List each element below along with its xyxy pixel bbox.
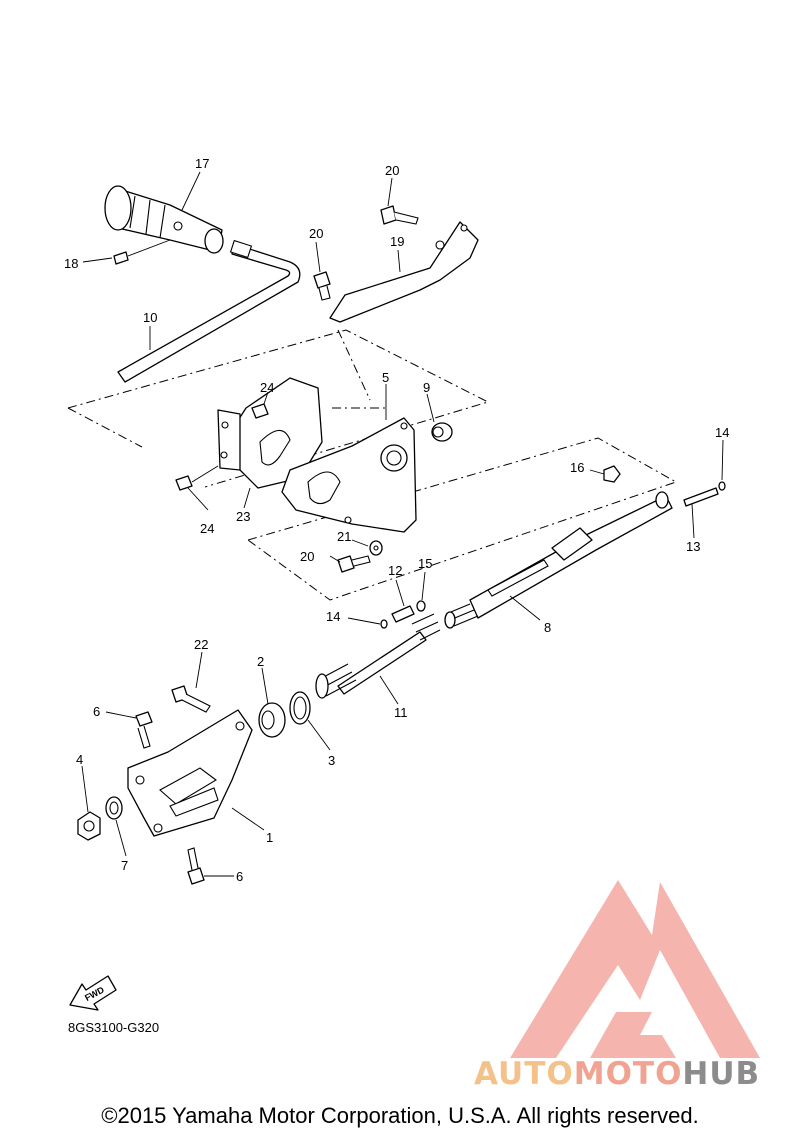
copyright-notice: ©2015 Yamaha Motor Corporation, U.S.A. A… bbox=[101, 1103, 699, 1128]
callout-11: 11 bbox=[394, 705, 408, 720]
shift-rod-part-10 bbox=[117, 239, 301, 383]
housing-part-1 bbox=[127, 709, 253, 837]
washer-part-7 bbox=[105, 796, 123, 820]
callout-4: 4 bbox=[76, 752, 83, 767]
watermark-hub: HUB bbox=[682, 1056, 761, 1092]
callout-labels: 17 18 10 20 19 20 24 5 9 24 23 21 20 16 … bbox=[64, 156, 729, 884]
callout-20-low: 20 bbox=[300, 549, 314, 564]
callout-17: 17 bbox=[195, 156, 209, 171]
bolt-part-22 bbox=[171, 685, 211, 713]
bearing-part-2 bbox=[258, 702, 286, 738]
bolt-part-24-top bbox=[251, 403, 269, 419]
callout-24-bottom: 24 bbox=[200, 521, 214, 536]
bolt-part-20-top bbox=[380, 205, 419, 225]
bracket-part-19 bbox=[329, 221, 479, 323]
callout-8: 8 bbox=[544, 620, 551, 635]
circlip-part-3 bbox=[289, 691, 311, 725]
callout-14-right: 14 bbox=[715, 425, 729, 440]
callout-18: 18 bbox=[64, 256, 78, 271]
bolt-part-20-low bbox=[337, 555, 371, 573]
callout-3: 3 bbox=[328, 753, 335, 768]
callout-12: 12 bbox=[388, 563, 402, 578]
bolt-part-20-mid bbox=[313, 271, 331, 301]
nut-part-16 bbox=[603, 465, 621, 483]
fwd-arrow-icon: FWD bbox=[69, 975, 117, 1011]
clip-part-14-right bbox=[718, 481, 726, 491]
nut-part-4 bbox=[77, 811, 101, 841]
callout-20-top: 20 bbox=[385, 163, 399, 178]
callout-6-bottom: 6 bbox=[236, 869, 243, 884]
callout-6-top: 6 bbox=[93, 704, 100, 719]
callout-21: 21 bbox=[337, 529, 351, 544]
pin-part-12 bbox=[391, 605, 415, 623]
spring-shaft-part-11 bbox=[315, 613, 441, 699]
callout-10: 10 bbox=[143, 310, 157, 325]
callout-19: 19 bbox=[390, 234, 404, 249]
diagram-code: 8GS3100-G320 bbox=[68, 1020, 160, 1035]
plate-part-23 bbox=[217, 377, 323, 489]
lever-knob-part-17 bbox=[104, 185, 224, 254]
bolt-part-6-top bbox=[135, 711, 153, 749]
pin-part-13 bbox=[683, 487, 719, 507]
callout-20-bracket: 20 bbox=[309, 226, 323, 241]
bolt-part-6-bottom bbox=[187, 847, 205, 885]
bolt-part-24-bottom bbox=[175, 465, 219, 491]
automotohub-logo bbox=[510, 880, 760, 1058]
callout-2: 2 bbox=[257, 654, 264, 669]
callout-13: 13 bbox=[686, 539, 700, 554]
callout-14-left: 14 bbox=[326, 609, 340, 624]
watermark-auto: AUTO bbox=[474, 1056, 574, 1092]
collar-part-9 bbox=[431, 422, 453, 442]
callout-9: 9 bbox=[423, 380, 430, 395]
callout-23: 23 bbox=[236, 509, 250, 524]
callout-16: 16 bbox=[570, 460, 584, 475]
leader-lines bbox=[81, 171, 724, 877]
clip-part-14-left bbox=[380, 619, 388, 629]
callout-22: 22 bbox=[194, 637, 208, 652]
assembly-dashed-outlines bbox=[67, 329, 678, 601]
screw-part-18 bbox=[113, 239, 171, 265]
washer-part-15 bbox=[416, 600, 426, 612]
spring-part-8 bbox=[444, 603, 479, 629]
callout-15: 15 bbox=[418, 556, 432, 571]
plate-part-5 bbox=[281, 417, 417, 533]
watermark-text: AUTOMOTOHUB bbox=[474, 1056, 760, 1092]
washer-part-21 bbox=[369, 540, 383, 556]
callout-5: 5 bbox=[382, 370, 389, 385]
shaft-part-8 bbox=[469, 491, 673, 619]
callout-7: 7 bbox=[121, 858, 128, 873]
watermark-moto: MOTO bbox=[573, 1056, 683, 1092]
callout-24-top: 24 bbox=[260, 380, 274, 395]
callout-1: 1 bbox=[266, 830, 273, 845]
